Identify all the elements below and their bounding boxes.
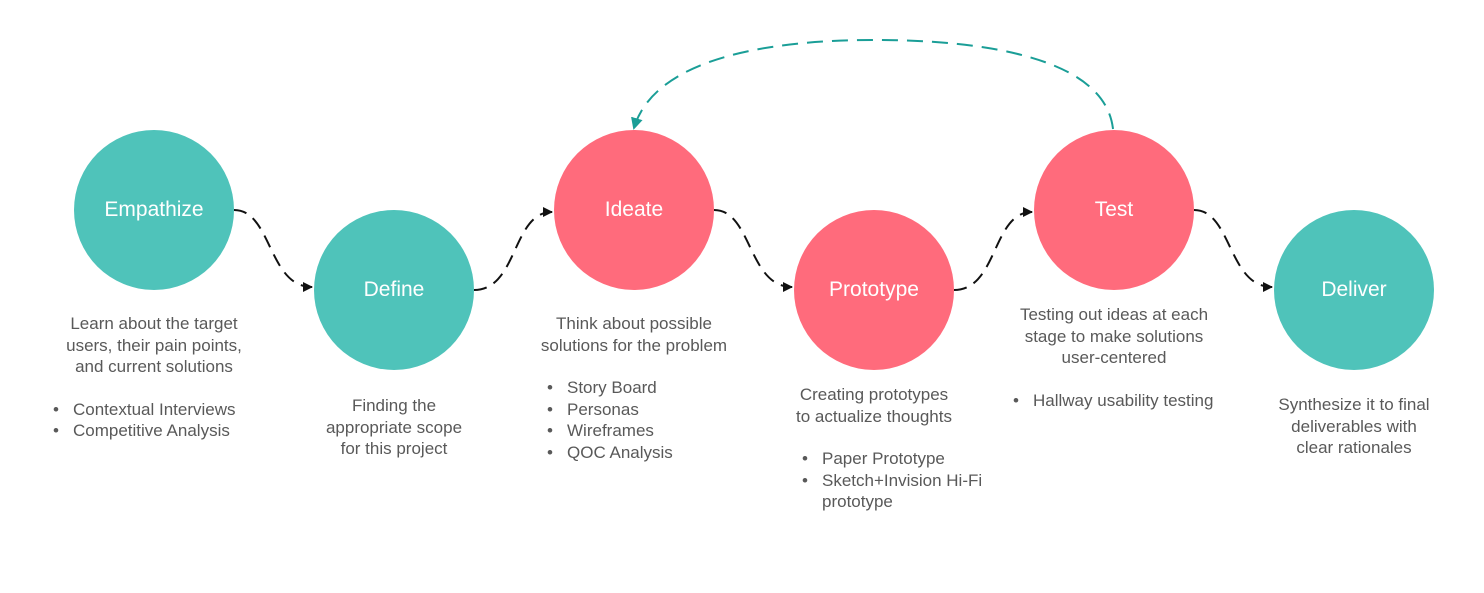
method-item: Competitive Analysis (53, 420, 313, 442)
connector-prototype-test (953, 207, 1033, 291)
stage-deliver-description: Synthesize it to final deliverables with c… (1252, 394, 1456, 459)
stage-test-methods: Hallway usability testing (1013, 390, 1273, 412)
method-item: Sketch+Invision Hi-Fi prototype (802, 470, 992, 513)
method-item: Story Board (547, 377, 807, 399)
description-line: Synthesize it to final (1278, 395, 1430, 414)
stage-empathize-description: Learn about the target users, their pain … (40, 313, 268, 441)
connector-ideate-prototype (713, 209, 793, 292)
description-line: clear rationales (1296, 438, 1412, 457)
description-line: for this project (340, 439, 448, 458)
stage-prototype-methods: Paper PrototypeSketch+Invision Hi-Fi pro… (802, 448, 992, 513)
description-line: stage to make solutions (1024, 326, 1204, 346)
description-line: users, their pain points, (66, 335, 242, 355)
stage-deliver-label: Deliver (1321, 278, 1387, 301)
stage-ideate-node[interactable]: Ideate (554, 130, 714, 290)
connector-empathize-define (233, 209, 313, 292)
description-line: Finding the (351, 396, 437, 415)
stage-empathize-node[interactable]: Empathize (74, 130, 234, 290)
connector-test-deliver (1193, 209, 1273, 292)
stage-test-label: Test (1094, 198, 1134, 221)
description-line: to actualize thoughts (796, 406, 952, 426)
method-item: Hallway usability testing (1013, 390, 1273, 412)
stage-test-node[interactable]: Test (1034, 130, 1194, 290)
description-line: Creating prototypes (799, 385, 949, 404)
stage-ideate-methods: Story BoardPersonasWireframesQOC Analysi… (547, 377, 807, 463)
stage-prototype-label: Prototype (829, 278, 919, 301)
stage-ideate-label: Ideate (604, 198, 664, 221)
method-item: Wireframes (547, 420, 807, 442)
stage-define-description: Finding the appropriate scope for this pro… (300, 395, 488, 460)
description-line: appropriate scope (325, 417, 463, 437)
stage-deliver-node[interactable]: Deliver (1274, 210, 1434, 370)
stage-ideate-description: Think about possible solutions for the pr… (520, 313, 748, 463)
method-item: Paper Prototype (802, 448, 992, 470)
connector-define-ideate (473, 207, 553, 291)
description-line: Testing out ideas at each (1019, 305, 1209, 324)
stage-prototype-node[interactable]: Prototype (794, 210, 954, 370)
method-item: Personas (547, 399, 807, 421)
description-line: deliverables with (1291, 416, 1417, 436)
description-line: Learn about the target (70, 314, 238, 333)
description-line: Think about possible (556, 314, 712, 333)
stage-empathize-methods: Contextual InterviewsCompetitive Analysi… (53, 399, 313, 442)
stage-empathize-label: Empathize (104, 198, 204, 221)
loop-connector-test-ideate (631, 38, 1114, 130)
method-item: Contextual Interviews (53, 399, 313, 421)
stage-prototype-description: Creating prototypes to actualize thoughts… (766, 384, 982, 511)
stage-test-description: Testing out ideas at each stage to make s… (996, 304, 1232, 411)
stage-define-label: Define (363, 278, 425, 301)
description-line: and current solutions (75, 357, 233, 376)
description-line: solutions for the problem (540, 335, 728, 355)
description-line: user-centered (1061, 348, 1167, 367)
method-item: QOC Analysis (547, 442, 807, 464)
stage-define-node[interactable]: Define (314, 210, 474, 370)
